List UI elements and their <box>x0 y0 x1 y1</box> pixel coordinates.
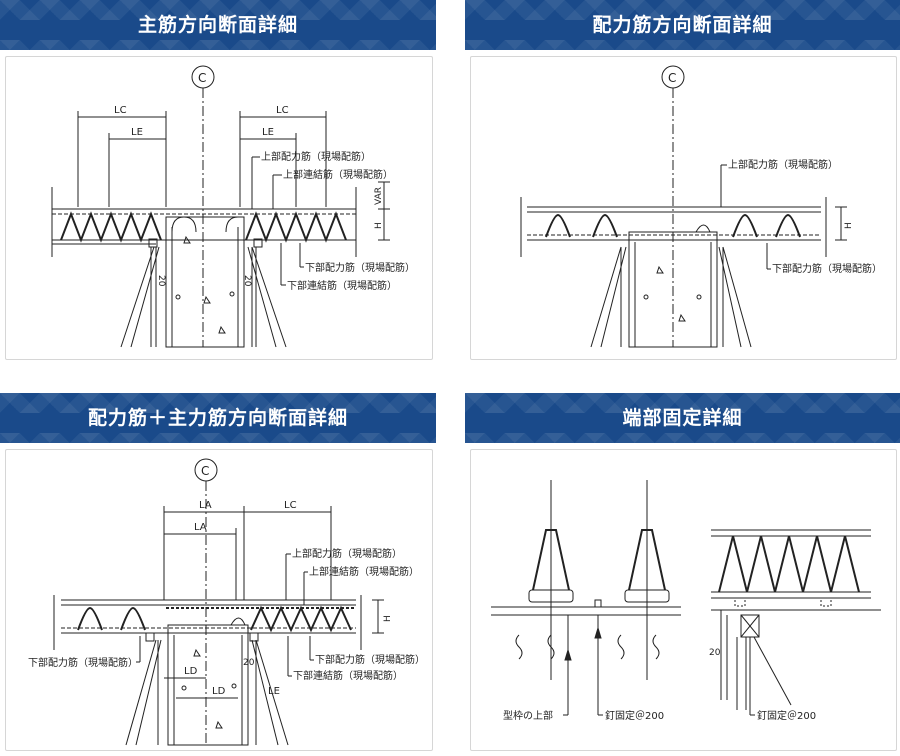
centerline-symbol-icon: C <box>191 65 215 347</box>
label-bottom-connecting-bar: 下部連結筋（現場配筋） <box>287 279 397 292</box>
label-top-connecting-bar: 上部連結筋（現場配筋） <box>309 565 419 578</box>
dim-var: VAR <box>374 187 384 205</box>
svg-text:C: C <box>198 71 206 85</box>
dim-20: 20 <box>709 648 721 658</box>
label-top-distribution-bar: 上部配力筋（現場配筋） <box>728 158 838 171</box>
dim-ld-upper: LD <box>184 666 198 677</box>
svg-text:C: C <box>668 71 676 85</box>
label-bottom-distribution-bar-right: 下部配力筋（現場配筋） <box>315 653 425 666</box>
panel-title: 配力筋＋主力筋方向断面詳細 <box>0 393 436 443</box>
dim-20: 20 <box>243 658 255 668</box>
dim-h: H <box>374 222 384 229</box>
dim-h: H <box>383 615 393 622</box>
drawing-frame: C LC LE LC LE <box>5 56 433 360</box>
label-top-connecting-bar: 上部連結筋（現場配筋） <box>283 168 393 181</box>
dim-le: LE <box>268 686 280 697</box>
panel-title: 主筋方向断面詳細 <box>0 0 436 50</box>
dim-20-right: 20 <box>242 275 252 287</box>
dim-la-top: LA <box>199 500 212 511</box>
label-top-distribution-bar: 上部配力筋（現場配筋） <box>261 150 371 163</box>
drawing-frame: C LA LA LC LD <box>5 449 433 751</box>
dim-20-left: 20 <box>156 275 166 287</box>
label-bottom-distribution-bar: 下部配力筋（現場配筋） <box>305 261 415 274</box>
panel-end-fixing-detail: 端部固定詳細 型枠の上部 釘固定＠200 <box>465 393 900 756</box>
panel-main-rebar-section: 主筋方向断面詳細 C LC LE LC LE <box>0 0 436 366</box>
drawing-frame: C H 上部配力筋（現場配筋） 下部配 <box>470 56 897 360</box>
dim-ld-lower: LD <box>212 686 226 697</box>
dim-le-left: LE <box>131 127 143 138</box>
drawing-frame: 型枠の上部 釘固定＠200 20 釘固定＠200 <box>470 449 897 751</box>
section-drawing: C LC LE LC LE <box>51 65 415 348</box>
panel-title: 配力筋方向断面詳細 <box>465 0 900 50</box>
panel-distribution-rebar-section: 配力筋方向断面詳細 C H <box>465 0 900 366</box>
dim-h: H <box>844 222 854 229</box>
centerline-symbol-icon: C <box>661 65 685 347</box>
label-nail-fixing-right: 釘固定＠200 <box>757 709 816 722</box>
dim-lc: LC <box>284 500 297 511</box>
label-bottom-distribution-bar: 下部配力筋（現場配筋） <box>772 262 882 275</box>
panel-title: 端部固定詳細 <box>465 393 900 443</box>
dim-la-inner: LA <box>194 522 207 533</box>
dim-le-right: LE <box>262 127 274 138</box>
panel-combined-rebar-section: 配力筋＋主力筋方向断面詳細 C LA LA LC <box>0 393 436 756</box>
label-bottom-distribution-bar-left: 下部配力筋（現場配筋） <box>28 656 138 669</box>
end-fixing-drawing: 型枠の上部 釘固定＠200 20 釘固定＠200 <box>491 480 881 722</box>
centerline-symbol-icon: C <box>194 458 218 746</box>
label-top-distribution-bar: 上部配力筋（現場配筋） <box>292 547 402 560</box>
section-drawing: C H 上部配力筋（現場配筋） 下部配 <box>520 65 882 348</box>
svg-text:C: C <box>201 464 209 478</box>
label-form-top: 型枠の上部 <box>503 709 553 722</box>
label-bottom-connecting-bar: 下部連結筋（現場配筋） <box>293 669 403 682</box>
section-drawing: C LA LA LC LD <box>28 458 425 746</box>
dim-lc-right: LC <box>276 105 289 116</box>
dim-lc-left: LC <box>114 105 127 116</box>
label-nail-fixing-left: 釘固定＠200 <box>605 709 664 722</box>
